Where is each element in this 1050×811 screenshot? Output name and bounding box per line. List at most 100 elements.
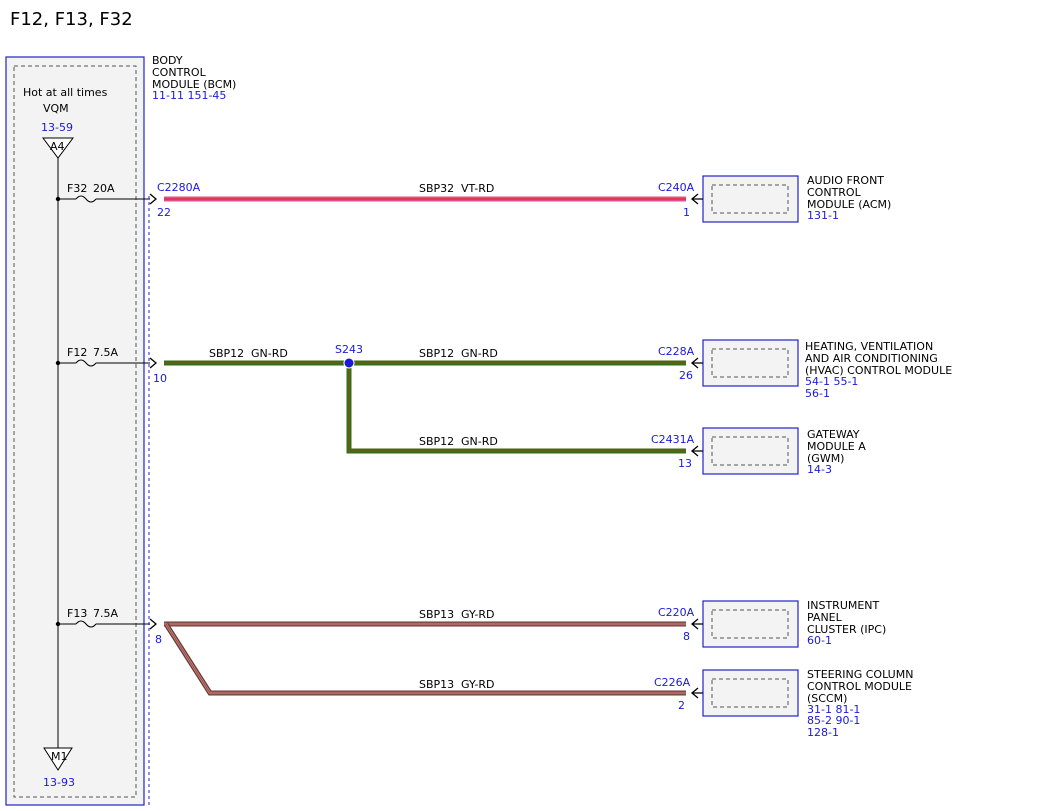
acm-ref-link[interactable]: 131-1 (807, 209, 839, 222)
module-ipc-box (702, 600, 799, 648)
wire-sbp32-color: VT-RD (461, 182, 494, 195)
module-acm-box (702, 175, 799, 223)
acm-pin-label: 1 (683, 206, 690, 219)
ipc-name-line-3: CLUSTER (IPC) (807, 623, 886, 636)
bcm-name-line-1: BODY (152, 54, 183, 67)
wire-sbp12-gn-rd[interactable] (164, 360, 686, 454)
wire-sbp13-circuit-b: SBP13 (419, 678, 454, 691)
module-gwm-box (702, 427, 799, 475)
wire-branch-body (346, 363, 686, 454)
module-gwm[interactable] (702, 427, 799, 475)
splice-s243-label: S243 (335, 343, 363, 356)
module-acm-inner (711, 184, 789, 214)
sccm-ref-link-3[interactable]: 128-1 (807, 726, 839, 739)
wire-sbp12-color-c: GN-RD (461, 435, 498, 448)
module-hvac[interactable] (702, 339, 799, 387)
wire-sbp12-circuit-a: SBP12 (209, 347, 244, 360)
bcm-label: BODY CONTROL MODULE (BCM) 11-11 151-45 (152, 54, 236, 102)
module-sccm-inner (711, 678, 789, 708)
wire-sbp12-color-b: GN-RD (461, 347, 498, 360)
acm-name-line-1: AUDIO FRONT (807, 174, 884, 187)
bcm-name-line-3: MODULE (BCM) (152, 78, 236, 91)
ipc-connector-label: C220A (658, 606, 695, 619)
wire-sbp32-circuit: SBP32 (419, 182, 454, 195)
sccm-ref-link-1[interactable]: 31-1 81-1 (807, 703, 860, 716)
connector-arrow-icon (149, 193, 158, 205)
ipc-name-line-2: PANEL (807, 611, 843, 624)
sccm-name-line-3: (SCCM) (807, 692, 847, 705)
vqm-label: VQM (43, 102, 69, 115)
bcm-pin-8: 8 (155, 633, 162, 646)
hvac-ref-link-1[interactable]: 54-1 55-1 (805, 375, 858, 388)
ground-ref-link[interactable]: 13-93 (43, 776, 75, 789)
connector-arrow-icon (149, 618, 158, 630)
fuse-f32-name: F32 (67, 182, 87, 195)
bcm-outline (5, 56, 145, 806)
sccm-connector-label: C226A (654, 676, 691, 689)
gwm-pin-label: 13 (678, 457, 692, 470)
fuse-f32-rating: 20A (93, 182, 115, 195)
hvac-name-line-1: HEATING, VENTILATION (805, 340, 933, 353)
module-acm[interactable] (702, 175, 799, 223)
page-title: F12, F13, F32 (10, 9, 133, 30)
sccm-pin-label: 2 (678, 699, 685, 712)
fuse-f12-name: F12 (67, 346, 87, 359)
connector-arrow-icon (690, 193, 703, 205)
module-sccm[interactable] (702, 669, 799, 717)
acm-connector-label: C240A (658, 181, 695, 194)
fuse-f32-icon (75, 195, 97, 203)
vqm-ref-link[interactable]: 13-59 (41, 121, 73, 134)
hvac-name-line-2: AND AIR CONDITIONING (805, 352, 938, 365)
module-hvac-box (702, 339, 799, 387)
acm-name-line-3: MODULE (ACM) (807, 198, 891, 211)
wire-sbp13-color-a: GY-RD (461, 608, 494, 621)
wire-sbp12-color-a: GN-RD (251, 347, 288, 360)
ipc-ref-link[interactable]: 60-1 (807, 634, 832, 647)
wire-sbp13-color-b: GY-RD (461, 678, 494, 691)
acm-name-line-2: CONTROL (807, 186, 862, 199)
splice-s243-icon[interactable] (343, 357, 355, 369)
gwm-name-line-3: (GWM) (807, 452, 844, 465)
fuse-f12-icon (75, 359, 97, 367)
gwm-name-line-2: MODULE A (807, 440, 866, 453)
wire-sbp13-gy-rd[interactable] (163, 621, 686, 696)
wire-sbp13-circuit-a: SBP13 (419, 608, 454, 621)
module-sccm-box (702, 669, 799, 717)
ipc-name-line-1: INSTRUMENT (807, 599, 880, 612)
gwm-connector-label: C2431A (651, 433, 695, 446)
gwm-ref-link[interactable]: 14-3 (807, 463, 832, 476)
module-ipc-inner (711, 609, 789, 639)
bcm-pin-22: 22 (157, 206, 171, 219)
module-ipc[interactable] (702, 600, 799, 648)
gwm-name-line-1: GATEWAY (807, 428, 860, 441)
top-pin-label: A4 (50, 140, 65, 153)
fuse-f13-name: F13 (67, 607, 87, 620)
hvac-pin-label: 26 (679, 369, 693, 382)
hvac-ref-link-2[interactable]: 56-1 (805, 387, 830, 400)
fuse-f13-icon (75, 620, 97, 628)
connector-arrow-icon (690, 687, 703, 699)
ipc-pin-label: 8 (683, 630, 690, 643)
hvac-name-line-3: (HVAC) CONTROL MODULE (805, 364, 952, 377)
bcm-connector-label: C2280A (157, 181, 201, 194)
connector-arrow-icon (690, 618, 703, 630)
module-gwm-inner (711, 436, 789, 466)
top-connector-triangle-icon (42, 137, 74, 159)
bcm-name-line-2: CONTROL (152, 66, 207, 79)
wire-branch-stripe (348, 363, 686, 452)
fuse-f12-rating: 7.5A (93, 346, 118, 359)
fuse-f13-rating: 7.5A (93, 607, 118, 620)
wire-sbp12-circuit-b: SBP12 (419, 347, 454, 360)
sccm-ref-link-2[interactable]: 85-2 90-1 (807, 714, 860, 727)
sccm-name-line-2: CONTROL MODULE (807, 680, 912, 693)
module-hvac-inner (711, 348, 789, 378)
bcm-refs-link[interactable]: 11-11 151-45 (152, 89, 226, 102)
hvac-connector-label: C228A (658, 345, 695, 358)
power-distribution-panel: Hot at all times VQM 13-59 A4 M1 13-93 F… (5, 56, 150, 806)
fuse-box-outline (13, 65, 137, 798)
connector-arrow-icon (690, 357, 703, 369)
bcm-pin-10: 10 (153, 372, 167, 385)
connector-arrow-icon (690, 445, 703, 457)
sccm-name-line-1: STEERING COLUMN (807, 668, 913, 681)
